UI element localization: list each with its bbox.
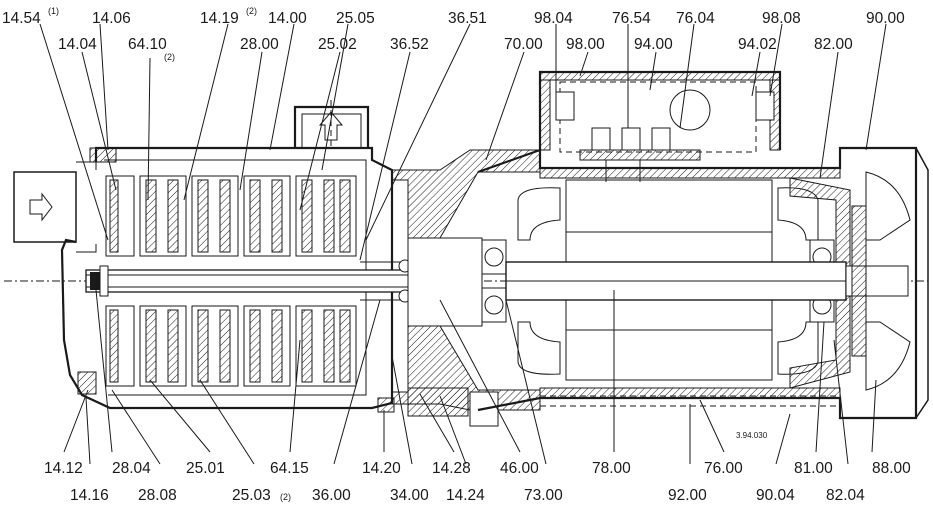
- leader-lines: [39, 23, 887, 465]
- label-94-00: 94.00: [634, 36, 673, 53]
- label-14-12: 14.12: [44, 460, 83, 477]
- fan-assembly: [840, 147, 929, 419]
- label-14-04: 14.04: [58, 36, 97, 53]
- rotor-stator: [505, 179, 847, 407]
- part-labels-top: 14.54 (1) 14.06 14.19 (2) 14.00 25.05 36…: [2, 6, 905, 62]
- label-46-00: 46.00: [500, 460, 539, 477]
- label-14-28: 14.28: [432, 460, 471, 477]
- label-14-20: 14.20: [362, 460, 401, 477]
- label-94-02: 94.02: [738, 36, 777, 53]
- label-70-00: 70.00: [504, 36, 543, 53]
- label-90-04: 90.04: [756, 487, 795, 504]
- inlet-pipe: [13, 161, 97, 253]
- label-98-00: 98.00: [566, 36, 605, 53]
- label-25-01: 25.01: [186, 460, 225, 477]
- label-14-24: 14.24: [446, 487, 485, 504]
- label-98-08: 98.08: [762, 10, 801, 27]
- label-64-10: 64.10: [128, 36, 167, 53]
- label-14-19-note: (2): [246, 6, 257, 16]
- label-14-06: 14.06: [92, 10, 131, 27]
- label-14-19: 14.19: [200, 10, 239, 27]
- label-98-04: 98.04: [534, 10, 573, 27]
- label-25-03: 25.03: [232, 487, 271, 504]
- terminal-box: [538, 70, 782, 182]
- label-36-51: 36.51: [448, 10, 487, 27]
- label-78-00: 78.00: [592, 460, 631, 477]
- label-25-05: 25.05: [336, 10, 375, 27]
- label-28-08: 28.08: [138, 487, 177, 504]
- motor-bracket: [391, 149, 541, 427]
- label-92-00: 92.00: [668, 487, 707, 504]
- pump-casing: [60, 100, 395, 413]
- label-64-15: 64.15: [270, 460, 309, 477]
- outlet-arrow-icon: [318, 111, 344, 141]
- inlet-arrow-icon: [29, 192, 53, 222]
- label-25-03-note: (2): [280, 492, 291, 502]
- label-76-04: 76.04: [676, 10, 715, 27]
- drawing-body: [4, 70, 929, 427]
- label-82-04: 82.04: [826, 487, 865, 504]
- label-90-00: 90.00: [866, 10, 905, 27]
- label-76-00: 76.00: [704, 460, 743, 477]
- label-82-00: 82.00: [814, 36, 853, 53]
- label-14-00: 14.00: [268, 10, 307, 27]
- label-64-10-note: (2): [164, 52, 175, 62]
- label-14-54-note: (1): [48, 6, 59, 16]
- label-14-54: 14.54: [2, 10, 41, 27]
- label-25-02: 25.02: [318, 36, 357, 53]
- drawing-reference-number: 3.94.030: [736, 431, 768, 440]
- label-36-52: 36.52: [390, 36, 429, 53]
- label-14-16: 14.16: [70, 487, 109, 504]
- label-88-00: 88.00: [872, 460, 911, 477]
- part-labels-bottom: 14.12 28.04 25.01 64.15 14.20 14.28 46.0…: [44, 460, 911, 504]
- impeller-stages-bottom: [105, 305, 357, 387]
- terminal-screws: [579, 89, 711, 182]
- impeller-stages-top: [105, 175, 357, 257]
- label-28-00: 28.00: [240, 36, 279, 53]
- label-76-54: 76.54: [612, 10, 651, 27]
- label-28-04: 28.04: [112, 460, 151, 477]
- label-81-00: 81.00: [794, 460, 833, 477]
- label-34-00: 34.00: [390, 487, 429, 504]
- label-36-00: 36.00: [312, 487, 351, 504]
- label-73-00: 73.00: [524, 487, 563, 504]
